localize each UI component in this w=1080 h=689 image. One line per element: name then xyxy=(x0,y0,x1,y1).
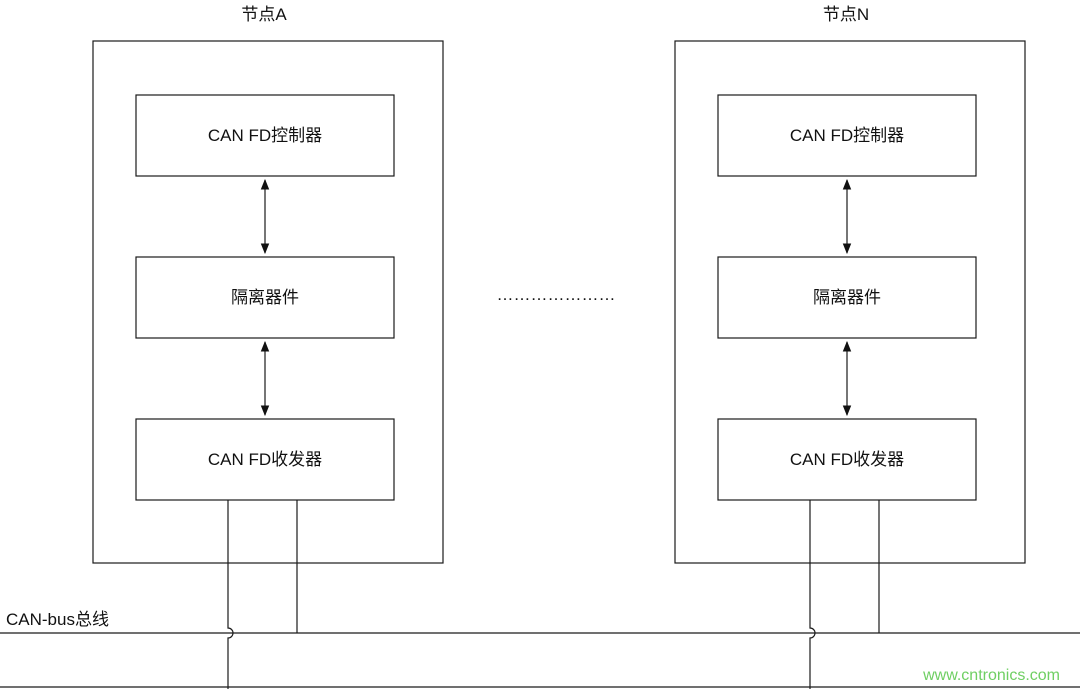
node-a-transceiver-label: CAN FD收发器 xyxy=(208,450,322,469)
node-n-isolator-box xyxy=(717,256,977,339)
node-a-transceiver-box xyxy=(135,418,395,501)
node-n-title: 节点N xyxy=(823,5,869,24)
node-a-title: 节点A xyxy=(241,5,287,24)
node-n: 节点N CAN FD控制器 隔离器件 CAN FD收发器 xyxy=(674,5,1026,689)
node-a-controller-box xyxy=(135,94,395,177)
node-a-isolator-label: 隔离器件 xyxy=(231,288,299,307)
bus-label: CAN-bus总线 xyxy=(6,610,109,629)
node-n-controller-box xyxy=(717,94,977,177)
node-n-controller-label: CAN FD控制器 xyxy=(790,126,904,145)
node-n-isolator-label: 隔离器件 xyxy=(813,288,881,307)
watermark: www.cntronics.com xyxy=(922,667,1060,684)
node-a-controller-label: CAN FD控制器 xyxy=(208,126,322,145)
node-n-transceiver-label: CAN FD收发器 xyxy=(790,450,904,469)
node-a-isolator-box xyxy=(135,256,395,339)
node-n-transceiver-box xyxy=(717,418,977,501)
ellipsis: ………………… xyxy=(497,285,616,304)
node-a: 节点A CAN FD控制器 隔离器件 CAN FD收发器 xyxy=(92,5,444,689)
